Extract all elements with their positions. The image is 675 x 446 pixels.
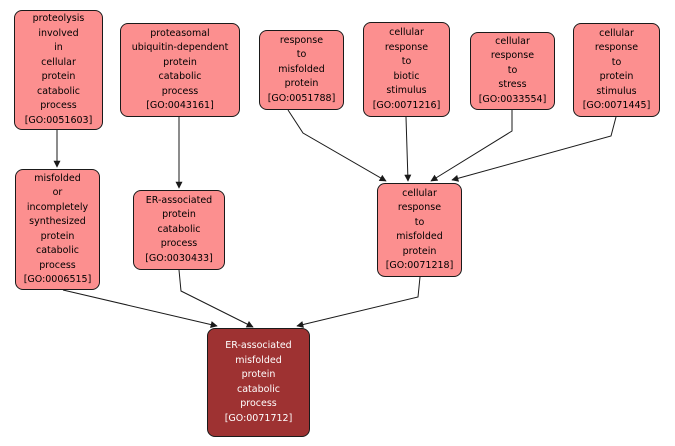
node-go-0071218[interactable]: cellular response to misfolded protein [… <box>377 183 462 277</box>
edge-go-0071445-to-go-0071218 <box>451 116 617 182</box>
node-go-0030433[interactable]: ER-associated protein catabolic process … <box>133 190 225 270</box>
edge-go-0006515-to-go-0071712 <box>62 289 218 328</box>
node-go-0006515[interactable]: misfolded or incompletely synthesized pr… <box>15 169 100 290</box>
node-go-0051603[interactable]: proteolysis involved in cellular protein… <box>14 10 103 130</box>
node-go-0071216[interactable]: cellular response to biotic stimulus [GO… <box>363 22 450 117</box>
node-go-0033554[interactable]: cellular response to stress [GO:0033554] <box>470 32 555 110</box>
edge-go-0071216-to-go-0071218 <box>404 116 412 182</box>
node-go-0051788[interactable]: response to misfolded protein [GO:005178… <box>259 30 344 110</box>
edge-go-0071218-to-go-0071712 <box>296 276 421 328</box>
node-go-0071445[interactable]: cellular response to protein stimulus [G… <box>573 23 660 117</box>
node-go-0071712-selected[interactable]: ER-associated misfolded protein cataboli… <box>207 328 310 437</box>
edge-go-0033554-to-go-0071218 <box>430 110 513 182</box>
node-go-0043161[interactable]: proteasomal ubiquitin-dependent protein … <box>120 23 240 117</box>
edge-go-0030433-to-go-0071712 <box>178 269 254 328</box>
edge-go-0051788-to-go-0071218 <box>287 109 387 182</box>
